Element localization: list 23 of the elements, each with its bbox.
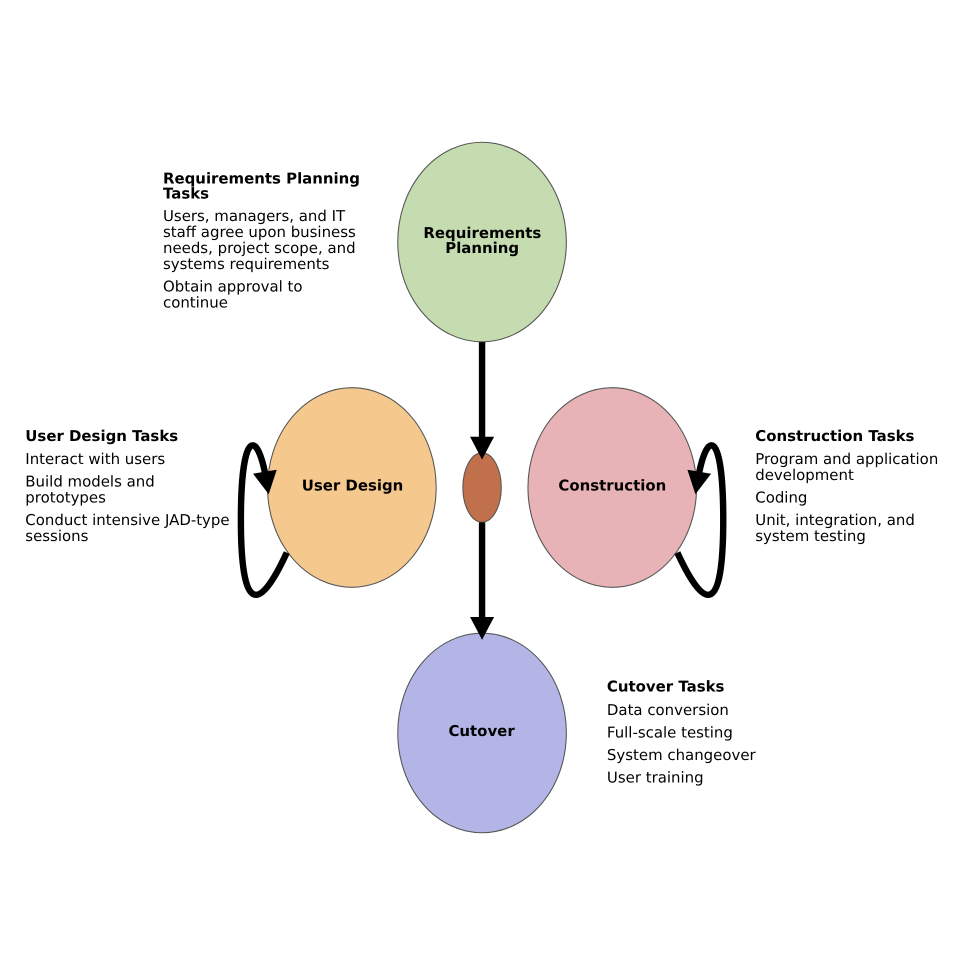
arrow (470, 522, 494, 640)
node-ellipse: Requirements Planning (397, 141, 567, 342)
node-label: Unit, integration, and system testing (755, 510, 915, 545)
node-label: Build models and prototypes (25, 472, 155, 506)
node-label: Requirements Planning Tasks (162, 169, 360, 202)
node-label: Users, managers, and IT staff agree upon business needs, project scope, and systems requirements (162, 206, 356, 272)
node-label: Conduct intensive JAD-type sessions (25, 510, 230, 545)
node-label: Interact with users (25, 450, 166, 468)
node-label: Data conversion (606, 700, 729, 719)
node-label: Construction Tasks (755, 426, 914, 444)
node-label: User Design Tasks (25, 426, 178, 444)
node-label: Cutover Tasks (606, 677, 724, 696)
node-ellipse: Cutover (397, 632, 567, 833)
node-label: Program and application development (755, 450, 938, 484)
node-label: Full-scale testing (606, 722, 733, 741)
node-label: User training (606, 768, 704, 786)
node-ellipse: Construction (527, 386, 698, 588)
node-ellipse: User Design (267, 386, 437, 588)
arrow (470, 342, 494, 460)
node-label: Coding (755, 488, 808, 506)
node-label: Obtain approval to continue (162, 276, 303, 311)
node-lens (462, 452, 502, 522)
node-label: System changeover (606, 745, 756, 764)
